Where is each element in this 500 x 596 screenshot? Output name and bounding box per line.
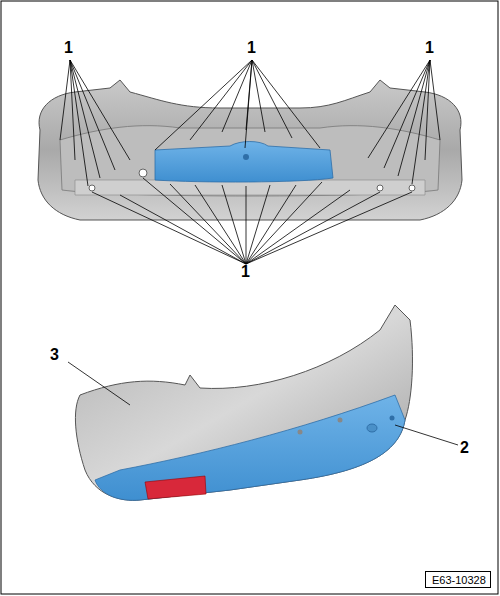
leader-line — [384, 60, 430, 168]
leader-line — [70, 60, 100, 178]
leader-line — [70, 60, 88, 186]
leader-line — [412, 60, 430, 184]
callout-number: 1 — [425, 40, 434, 56]
callout-number: 3 — [50, 347, 59, 363]
leader-line — [245, 60, 252, 148]
leader-line — [246, 185, 296, 264]
leader-line — [60, 60, 70, 140]
leader-line — [195, 185, 246, 264]
callout-number: 1 — [64, 40, 73, 56]
leader-line — [246, 186, 247, 264]
leader-line — [368, 60, 430, 158]
leader-line — [222, 185, 246, 264]
figure-id: E63-10328 — [432, 575, 484, 586]
leader-line — [398, 60, 430, 176]
leader-line — [246, 192, 380, 264]
leader-line — [120, 195, 246, 264]
callout-number: 1 — [241, 264, 250, 280]
leader-line — [246, 185, 270, 264]
leader-line — [430, 60, 440, 140]
leader-line — [252, 60, 292, 138]
leader-line — [70, 60, 130, 160]
leader-line — [252, 60, 320, 148]
leader-line — [70, 60, 115, 170]
leader-line — [143, 178, 246, 264]
leader-line — [246, 182, 322, 264]
leader-line — [246, 192, 412, 264]
leader-line — [252, 60, 265, 132]
leader-line — [190, 60, 252, 140]
leader-line — [246, 190, 350, 264]
callout-number: 2 — [460, 440, 469, 456]
figure-id-box: E63-10328 — [425, 571, 491, 588]
leader-line — [155, 60, 252, 150]
leader-line — [170, 184, 246, 264]
callout-number: 1 — [247, 40, 256, 56]
